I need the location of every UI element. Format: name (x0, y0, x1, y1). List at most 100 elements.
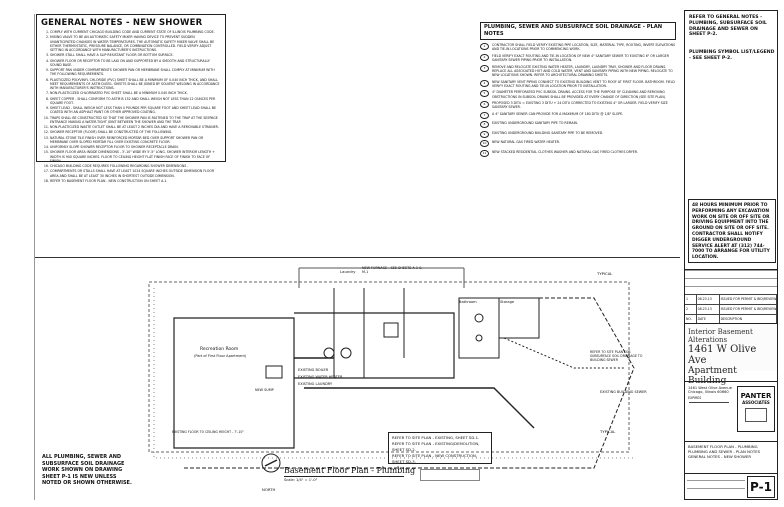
general-note-item: UNIFORMLY SLOPE SHOWER RECEPTOR FLOOR TO… (50, 145, 221, 149)
plan-general-note: ALL PLUMBING, SEWER AND SUBSURFACE SOIL … (42, 454, 132, 487)
project-title: Interior Basement Alterations (688, 328, 753, 344)
label-bathroom: Bathroom (459, 300, 477, 304)
site-plan-refs: REFER TO SITE PLAN - EXISTING, SHEET SD-… (388, 432, 492, 464)
note-number-badge: 4 (480, 79, 489, 87)
project-address: 1461 W Olive Ave (688, 344, 757, 366)
general-notes-panel: GENERAL NOTES - NEW SHOWER COMPLY WITH C… (36, 14, 226, 183)
label-typical-bottom: TYPICAL (600, 429, 616, 434)
firm-logo: PANTER ASSOCIATES (737, 386, 775, 432)
project-city: Chicago, Illinois 60660 (688, 390, 729, 395)
general-note-item: REFER TO BASEMENT FLOOR PLAN - NEW CONST… (50, 179, 221, 183)
label-new-furnace: NEW FURNACE - SEE SHEETS A-1 & M-1 (362, 266, 422, 275)
revision-date: 08.23.13 (697, 295, 720, 304)
general-note-item: SHOWER FLOOR OR RECEPTOR TO BE LAID ON A… (50, 59, 221, 67)
note-text: NEW STACKED RESIDENTIAL CLOTHES WASHER A… (492, 149, 638, 154)
north-label: NORTH (262, 487, 276, 492)
note-text: NEW NATURAL GAS FIRED WATER HEATER. (492, 140, 560, 145)
general-note-item: PLASTICIZED POLYVINYL CHLORIDE (PVC) SHE… (50, 78, 221, 91)
general-note-item: NON-PLASTICIZED CHLORINATED PVC SHEET SH… (50, 91, 221, 95)
north-arrow-icon (261, 453, 281, 473)
general-note-item: SHEET LEAD - SHALL WEIGH NOT LESS THAN 4… (50, 106, 221, 114)
note-number-badge: 5 (480, 90, 489, 98)
note-number-badge: 7 (480, 111, 489, 119)
expires-label: EXPIRES (688, 396, 702, 400)
label-existing-water-heater: EXISTING WATER HEATER (298, 375, 343, 379)
label-storage: Storage (500, 300, 515, 304)
general-note-item: COMPLY WITH CURRENT CHICAGO BUILDING COD… (50, 30, 221, 34)
general-notes-list: COMPLY WITH CURRENT CHICAGO BUILDING COD… (41, 30, 221, 183)
note-text: EXISTING UNDERGROUND BUILDING SANITARY P… (492, 130, 604, 135)
revision-date: 08.23.13 (697, 305, 720, 314)
sheet-number-block: P-1 (685, 473, 777, 499)
general-note-item: CHICAGO BUILDING CODE REQUIRES FOLLOWING… (50, 164, 221, 168)
label-existing-boiler: EXISTING BOILER (298, 368, 329, 372)
label-building-sewer: EXISTING BUILDING SEWER (600, 390, 647, 394)
note-text: EXISTING UNDERGROUND SANITARY PIPE TO RE… (492, 121, 578, 126)
note-text: 4" DIAMETER PERFORATED PVC SUBSOIL DRAIN… (492, 90, 666, 99)
firm-name: PANTER (740, 392, 772, 400)
sheet-number: P-1 (750, 480, 772, 494)
label-typical-top: TYPICAL (597, 271, 613, 276)
ref-general-notes: REFER TO GENERAL NOTES - PLUMBING, SUBSU… (689, 15, 767, 38)
note-text: PROPOSED 3 DITU = EXISTING 3 DITU + 24 D… (492, 101, 668, 110)
revision-no: 1 (685, 295, 697, 304)
site-plan-ref: REFER TO SITE PLAN - NEW CONSTRUCTION, S… (392, 453, 478, 464)
note-text: NEW SANITARY VENT PIPING CONNECT TO EXIS… (492, 79, 675, 88)
plan-scale: Scale: 1/4" = 1'-0" (284, 478, 318, 482)
general-notes-title: GENERAL NOTES - NEW SHOWER (41, 18, 203, 28)
note-number-badge: 6 (480, 101, 489, 109)
general-note-item: NON-PLASTICIZED WASTE OUTLET SHALL BE AT… (50, 125, 221, 129)
sheet-number-box: P-1 (747, 476, 775, 498)
revision-desc: ISSUED FOR PERMIT & BID/REVIEW (720, 305, 777, 314)
revision-desc: DESCRIPTION (720, 315, 777, 324)
plan-title-block: Basement Floor Plan - Plumbing Scale: 1/… (284, 466, 415, 482)
firm-block: EXPIRES PANTER ASSOCIATES (685, 381, 777, 437)
label-water-pipe-note: REFER TO SITE PLAN FOR SUBSURFACE SOIL D… (590, 350, 643, 363)
title-block: REFER TO GENERAL NOTES - PLUMBING, SUBSU… (684, 10, 778, 500)
firm-sub: ASSOCIATES (742, 400, 770, 405)
sheet-title-line: BASEMENT FLOOR PLAN - PLUMBING (688, 444, 758, 449)
general-note-item: SHEET COPPER - SHALL CONFORM TO ASTM B 1… (50, 97, 221, 105)
general-note-item: TRAPS SHALL BE CONSTRUCTED SO THAT THE S… (50, 116, 221, 124)
floor-plan-drawing (148, 267, 635, 473)
ref-symbol-list: PLUMBING SYMBOL LIST/LEGEND - SEE SHEET … (689, 50, 775, 61)
plumbing-notes-title: PLUMBING, SEWER AND SUBSURFACE SOIL DRAI… (480, 22, 676, 40)
note-number-badge: 2 (480, 53, 489, 61)
note-number-badge: 1 (480, 43, 489, 50)
note-text: FIELD VERIFY EXACT ROUTING AND TIE-IN LO… (492, 53, 669, 62)
label-existing-laundry: EXISTING LAUNDRY (298, 382, 333, 386)
general-note-item: SHOWER FLOOR AREA INSIDE DIMENSIONS - 3'… (50, 150, 221, 163)
note-text: CONTRACTOR SHALL FIELD VERIFY EXISTING P… (492, 43, 675, 52)
site-plan-ref: REFER TO SITE PLAN - EXISTING/DEMOLITION… (392, 441, 480, 452)
plan-title: Basement Floor Plan - Plumbing (284, 466, 416, 475)
note-number-badge: 10 (480, 140, 489, 148)
note-number-badge: 9 (480, 130, 489, 138)
revision-no: NO. (685, 315, 697, 324)
revision-date: DATE (697, 315, 720, 324)
general-note-item: NATURAL STONE TILE FINISH OVER REINFORCE… (50, 136, 221, 144)
label-recreation-sub: (Part of First Floor Apartment) (194, 354, 247, 358)
note-text: A 4" SANITARY SEWER CAN PROVIDE FOR A MA… (492, 111, 624, 116)
project-street: 1461 West Olive Avenue (688, 386, 732, 390)
sheet-title-line: GENERAL NOTES - NEW SHOWER (688, 454, 751, 459)
sheet-title-line: PLUMBING AND SEWER - PLAN NOTES (688, 449, 761, 454)
revision-no: 2 (685, 305, 697, 314)
general-note-item: SHOWER RECEPTOR (FLOOR) SHALL BE CONSTRU… (50, 130, 221, 134)
note-number-badge: 8 (480, 121, 489, 129)
note-number-badge: 11 (480, 149, 489, 157)
